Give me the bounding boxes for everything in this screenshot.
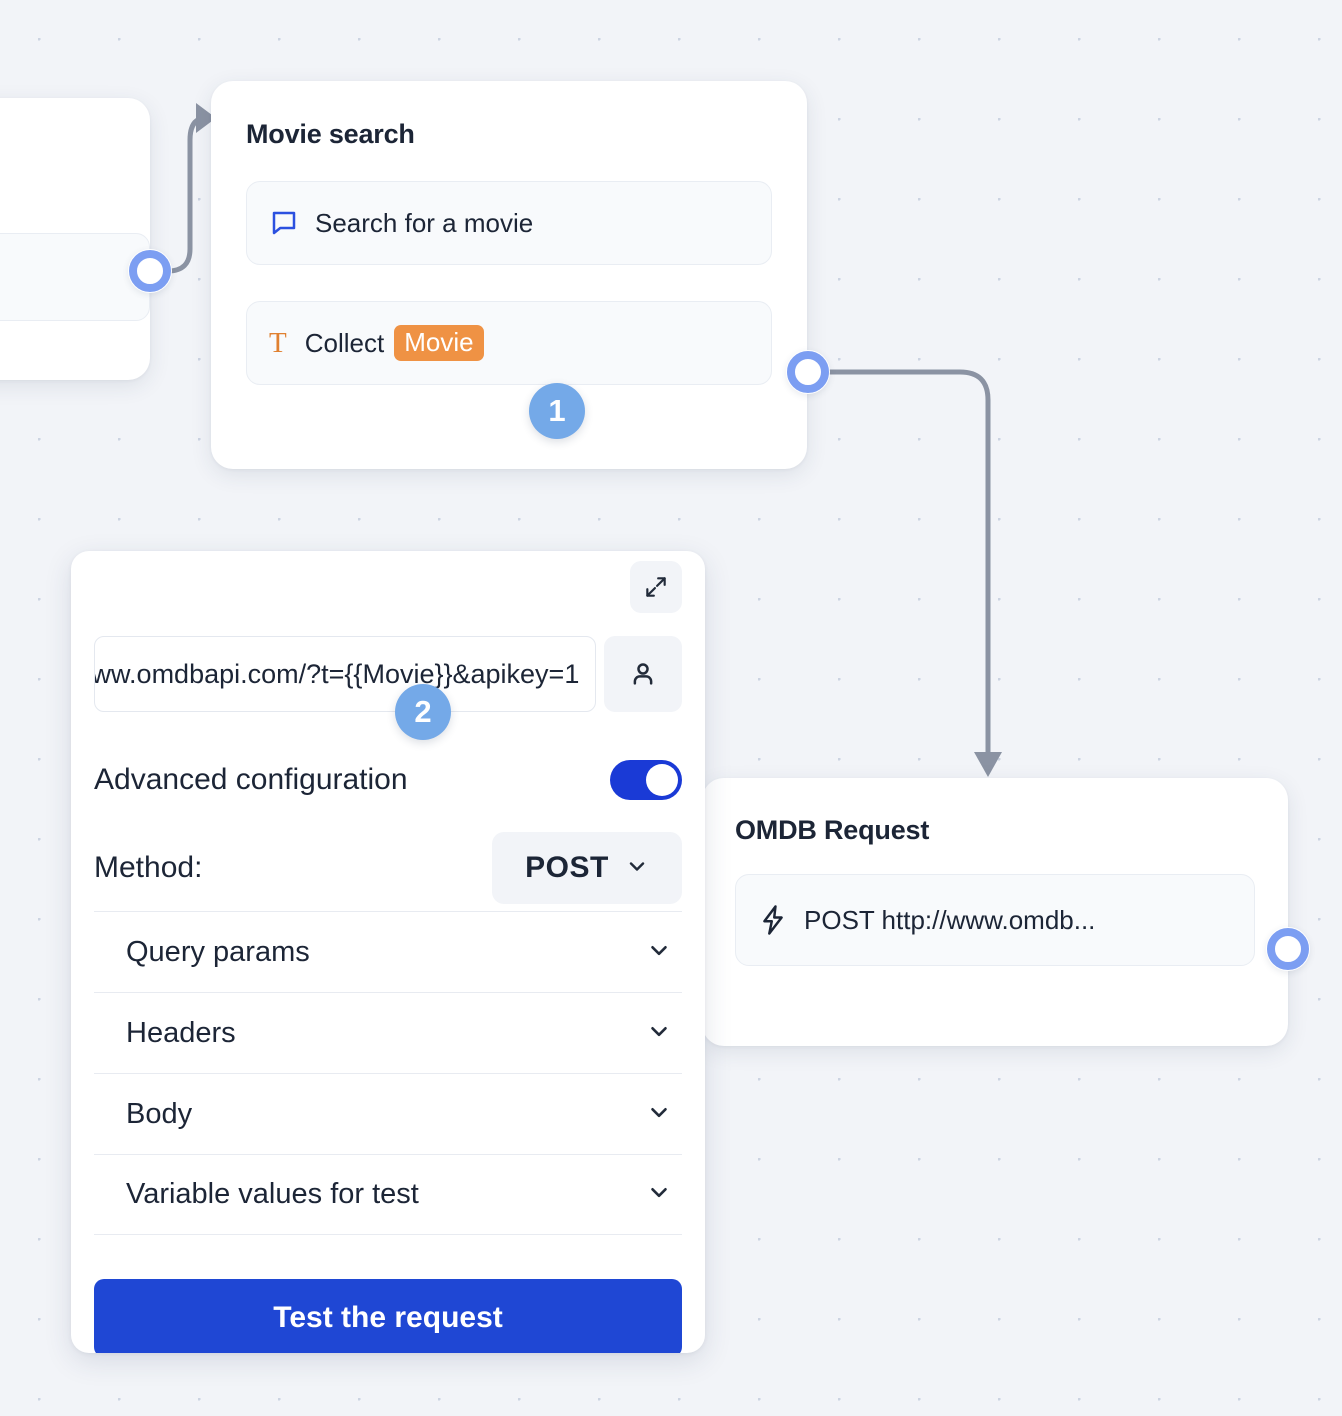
- node-title-movie-search: Movie search: [246, 119, 415, 149]
- edge-arrowhead-omdb: [974, 752, 1002, 777]
- method-value: POST: [525, 851, 609, 884]
- chat-bubble-icon: [269, 208, 299, 238]
- section-label: Headers: [126, 1016, 236, 1049]
- edge-partial-to-movie: [147, 115, 209, 274]
- callout-badge-2: 2: [395, 684, 451, 740]
- partial-node-row[interactable]: [0, 233, 150, 321]
- advanced-configuration-row: Advanced configuration: [94, 760, 682, 800]
- chevron-down-icon: [646, 937, 672, 968]
- connector-handle-movie-search-output[interactable]: [786, 350, 830, 394]
- chevron-down-icon: [646, 1099, 672, 1130]
- edge-movie-to-omdb: [827, 369, 991, 755]
- advanced-configuration-label: Advanced configuration: [94, 763, 408, 796]
- section-body[interactable]: Body: [94, 1073, 682, 1154]
- expand-diagonal-icon[interactable]: [630, 561, 682, 613]
- lightning-bolt-icon: [758, 904, 788, 936]
- person-icon[interactable]: [604, 636, 682, 712]
- chevron-down-icon: [625, 854, 649, 883]
- url-input[interactable]: https://www.omdbapi.com/?t={{Movie}}&api…: [94, 636, 596, 712]
- url-input-value: https://www.omdbapi.com/?t={{Movie}}&api…: [94, 658, 580, 689]
- toggle-knob: [646, 764, 678, 796]
- test-the-request-button[interactable]: Test the request: [94, 1279, 682, 1353]
- section-label: Variable values for test: [126, 1178, 419, 1210]
- text-variable-icon: T: [269, 326, 287, 359]
- section-label: Body: [126, 1097, 193, 1130]
- section-label: Query params: [126, 935, 310, 968]
- node-omdb-request[interactable]: OMDB Request POST http://www.omdb...: [702, 778, 1288, 1046]
- callout-badge-1: 1: [529, 383, 585, 439]
- variable-chip-movie[interactable]: Movie: [394, 325, 484, 361]
- chevron-down-icon: [646, 1179, 672, 1210]
- node-row-label: Collect: [304, 327, 385, 358]
- node-title-omdb-request: OMDB Request: [735, 815, 930, 845]
- node-row-label: POST http://www.omdb...: [804, 904, 1096, 935]
- url-row: https://www.omdbapi.com/?t={{Movie}}&api…: [94, 636, 682, 712]
- connector-handle-partial-output[interactable]: [128, 249, 172, 293]
- chevron-down-icon: [646, 1018, 672, 1049]
- node-row-search-for-a-movie[interactable]: Search for a movie: [246, 181, 772, 265]
- section-query-params[interactable]: Query params: [94, 911, 682, 992]
- connector-handle-omdb-output[interactable]: [1266, 927, 1310, 971]
- node-row-post-request[interactable]: POST http://www.omdb...: [735, 874, 1255, 966]
- method-label: Method:: [94, 851, 203, 884]
- section-headers[interactable]: Headers: [94, 992, 682, 1073]
- config-sections: Query params Headers Body: [94, 911, 682, 1235]
- advanced-configuration-toggle[interactable]: [610, 760, 682, 800]
- section-variable-values-for-test[interactable]: Variable values for test: [94, 1154, 682, 1235]
- node-row-label: Search for a movie: [315, 207, 534, 238]
- partial-node-card[interactable]: [0, 98, 150, 380]
- request-config-panel[interactable]: https://www.omdbapi.com/?t={{Movie}}&api…: [71, 551, 705, 1353]
- method-select[interactable]: POST: [492, 832, 682, 904]
- node-movie-search[interactable]: Movie search Search for a movie T Collec…: [211, 81, 807, 469]
- node-row-collect-movie[interactable]: T Collect Movie: [246, 301, 772, 385]
- method-row: Method: POST: [94, 832, 682, 904]
